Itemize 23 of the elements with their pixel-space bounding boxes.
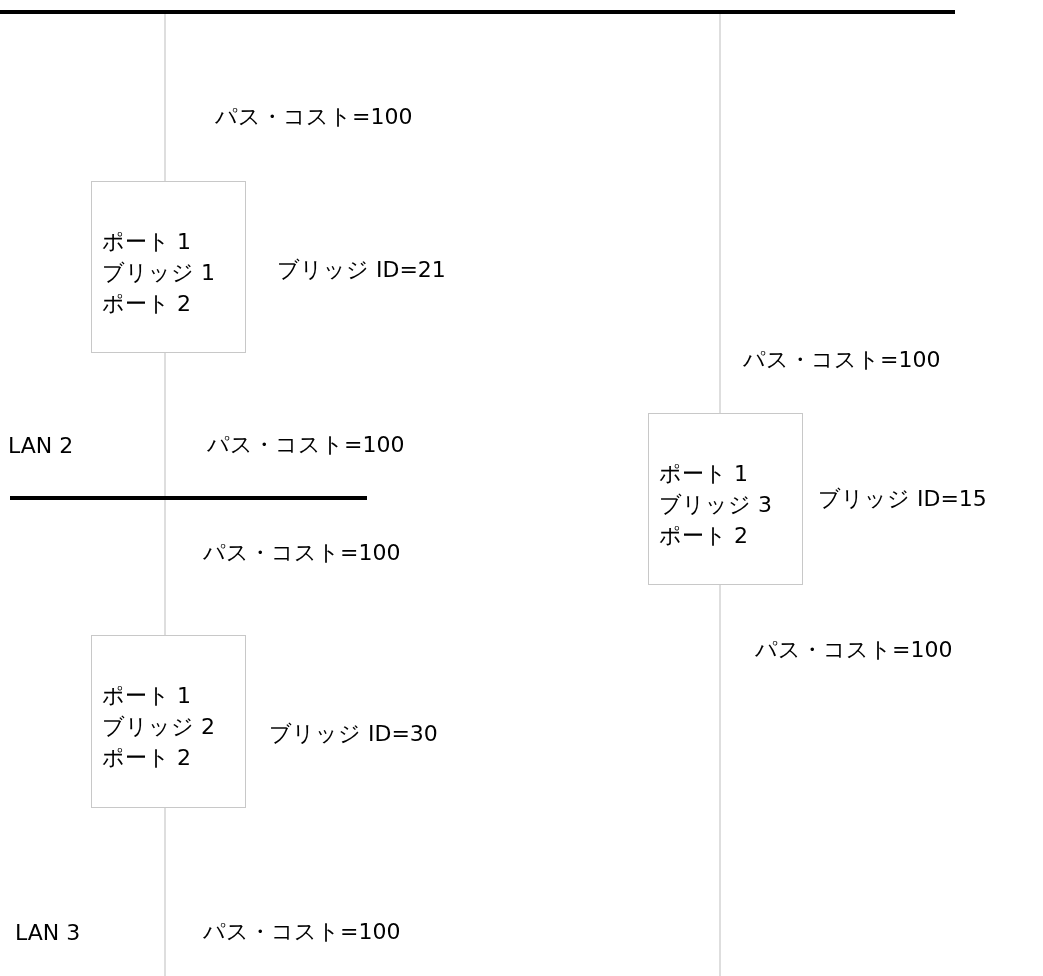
connector-line	[164, 499, 166, 636]
port-label: ポート 1	[102, 682, 192, 710]
connector-line	[164, 13, 166, 182]
bridge-box	[648, 413, 803, 585]
port-label: ポート 2	[102, 744, 192, 772]
bridge-id-label: ブリッジ ID=30	[269, 721, 438, 747]
connector-line	[164, 352, 166, 497]
bridge-name: ブリッジ 3	[659, 491, 773, 519]
port-label: ポート 2	[102, 290, 192, 318]
port-label: ポート 1	[102, 228, 192, 256]
bridge-id-label: ブリッジ ID=15	[818, 486, 987, 512]
connector-line	[719, 13, 721, 414]
port-label: ポート 2	[659, 522, 749, 550]
lan-label: LAN 3	[15, 920, 81, 946]
bridge-box	[91, 181, 246, 353]
bridge-name: ブリッジ 1	[102, 259, 216, 287]
bridge-name: ブリッジ 2	[102, 713, 216, 741]
bridge-box	[91, 635, 246, 808]
connector-line	[719, 584, 721, 976]
port-label: ポート 1	[659, 460, 749, 488]
connector-line	[164, 807, 166, 976]
bridge-id-label: ブリッジ ID=21	[277, 257, 446, 283]
lan-label: LAN 2	[8, 433, 74, 459]
